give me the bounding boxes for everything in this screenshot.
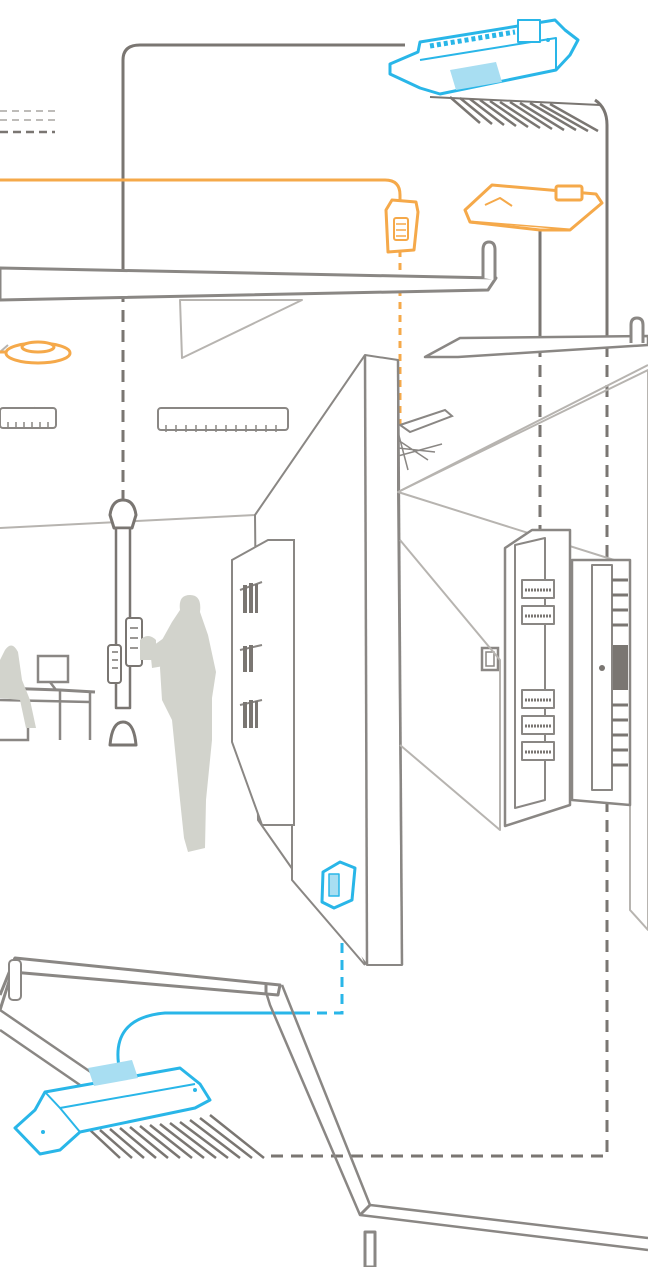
ceiling-beam-right: [425, 318, 648, 357]
controller-top-icon: [390, 20, 600, 131]
controller-bottom-icon: [15, 1060, 264, 1158]
turnstile-icon: [108, 500, 142, 745]
server-rack-icon: [398, 370, 648, 930]
smoke-detector-icon: [0, 342, 70, 363]
door-reader-blue-icon: [322, 862, 355, 908]
bookshelf-icon: [232, 540, 294, 825]
wall-switch-icon: [482, 648, 498, 670]
reader-mount-icon: [386, 200, 418, 252]
ceiling-beam-left: [0, 242, 496, 358]
ceiling-light-right: [398, 410, 452, 470]
cable-orange: [0, 180, 400, 205]
ceiling-light-icon: [158, 408, 288, 432]
access-reader-orange-icon: [465, 185, 602, 230]
person-silhouette-icon: [150, 595, 216, 852]
cable-blue: [118, 1013, 300, 1072]
top-left-dashes: [0, 111, 55, 132]
ceiling-light-left: [0, 408, 56, 428]
